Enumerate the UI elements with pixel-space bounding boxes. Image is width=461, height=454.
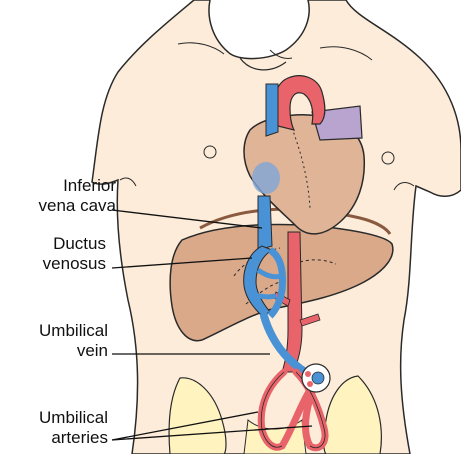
nipple-left — [204, 146, 216, 158]
right-atrium-blue — [252, 162, 280, 194]
label-dv-line2: venosus — [0, 254, 106, 274]
cord-artery-2 — [307, 381, 313, 387]
label-ductus-venosus: Ductus venosus — [0, 234, 106, 274]
label-uv-line1: Umbilical — [0, 321, 108, 341]
label-umbilical-vein: Umbilical vein — [0, 321, 108, 361]
superior-vena-cava — [266, 84, 278, 136]
label-ua-line1: Umbilical — [0, 408, 108, 428]
label-dv-line1: Ductus — [0, 234, 106, 254]
label-ivc-line2: vena cava — [0, 196, 116, 216]
cord-vein — [312, 372, 324, 384]
label-umbilical-arteries: Umbilical arteries — [0, 408, 108, 448]
inferior-vena-cava-vessel — [258, 196, 272, 250]
cord-artery-1 — [305, 371, 311, 377]
label-ua-line2: arteries — [0, 428, 108, 448]
label-ivc-line1: Inferior — [0, 176, 116, 196]
label-inferior-vena-cava: Inferior vena cava — [0, 176, 116, 216]
label-uv-line2: vein — [0, 341, 108, 361]
nipple-right — [382, 152, 394, 164]
